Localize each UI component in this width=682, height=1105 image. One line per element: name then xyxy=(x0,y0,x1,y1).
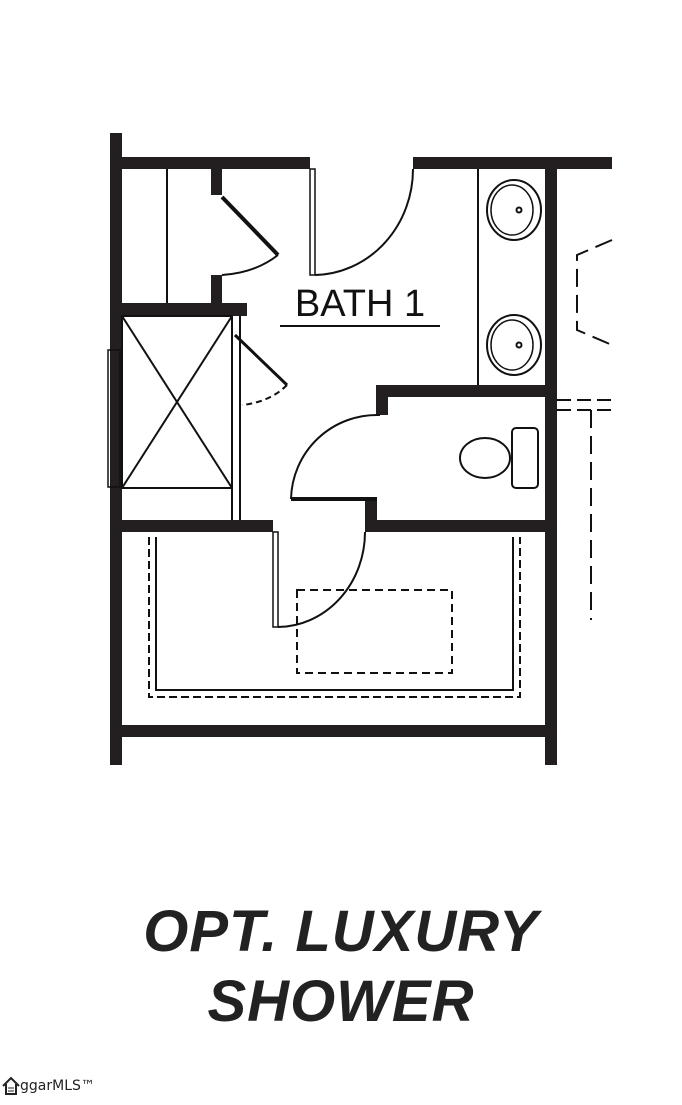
luxury-door-swing xyxy=(277,531,366,628)
closet-door-leaf xyxy=(220,195,280,257)
plan-title-line-2: SHOWER xyxy=(207,969,475,1034)
shower-door-leaf xyxy=(233,333,289,387)
wc-top-wall xyxy=(376,385,557,397)
toilet-tank xyxy=(511,427,539,489)
entry-door-leaf xyxy=(309,168,316,276)
top-wall-left xyxy=(110,157,310,169)
closet-stub-top xyxy=(211,169,222,195)
fixtures xyxy=(107,168,613,698)
house-icon xyxy=(2,1076,20,1095)
shower-pan-dashed xyxy=(148,537,521,698)
wc-bottom-wall xyxy=(365,520,557,532)
luxury-bottom-wall xyxy=(110,725,557,737)
shower-door-swing xyxy=(241,384,288,406)
sink-top xyxy=(486,179,542,241)
wc-door-swing xyxy=(290,413,381,500)
walls xyxy=(110,133,612,765)
closet-stub-bottom xyxy=(211,275,222,303)
right-wall xyxy=(545,157,557,765)
shower-pan-outline xyxy=(155,537,514,691)
shower-bench-dashed xyxy=(296,589,453,674)
wc-top-stub xyxy=(376,385,388,415)
bath-bottom-wall-left xyxy=(110,520,273,532)
adjacent-dashed-fixture xyxy=(576,239,613,346)
top-wall-right xyxy=(413,157,612,169)
closet-door-swing xyxy=(221,254,279,276)
plan-title-line-1: OPT. LUXURY xyxy=(143,899,539,964)
sink-bottom xyxy=(486,314,542,376)
luxury-door-leaf xyxy=(272,531,279,628)
left-outer-wall xyxy=(110,133,122,765)
shower-top-wall xyxy=(110,303,247,316)
toilet-bowl xyxy=(459,437,511,479)
watermark-logo: ggarMLS™ xyxy=(2,1076,95,1096)
wc-bottom-stub xyxy=(365,500,377,532)
window xyxy=(107,349,121,488)
watermark-text: ggarMLS™ xyxy=(20,1078,95,1094)
entry-door-swing xyxy=(314,168,414,276)
room-label-bath-1: BATH 1 xyxy=(280,283,440,327)
